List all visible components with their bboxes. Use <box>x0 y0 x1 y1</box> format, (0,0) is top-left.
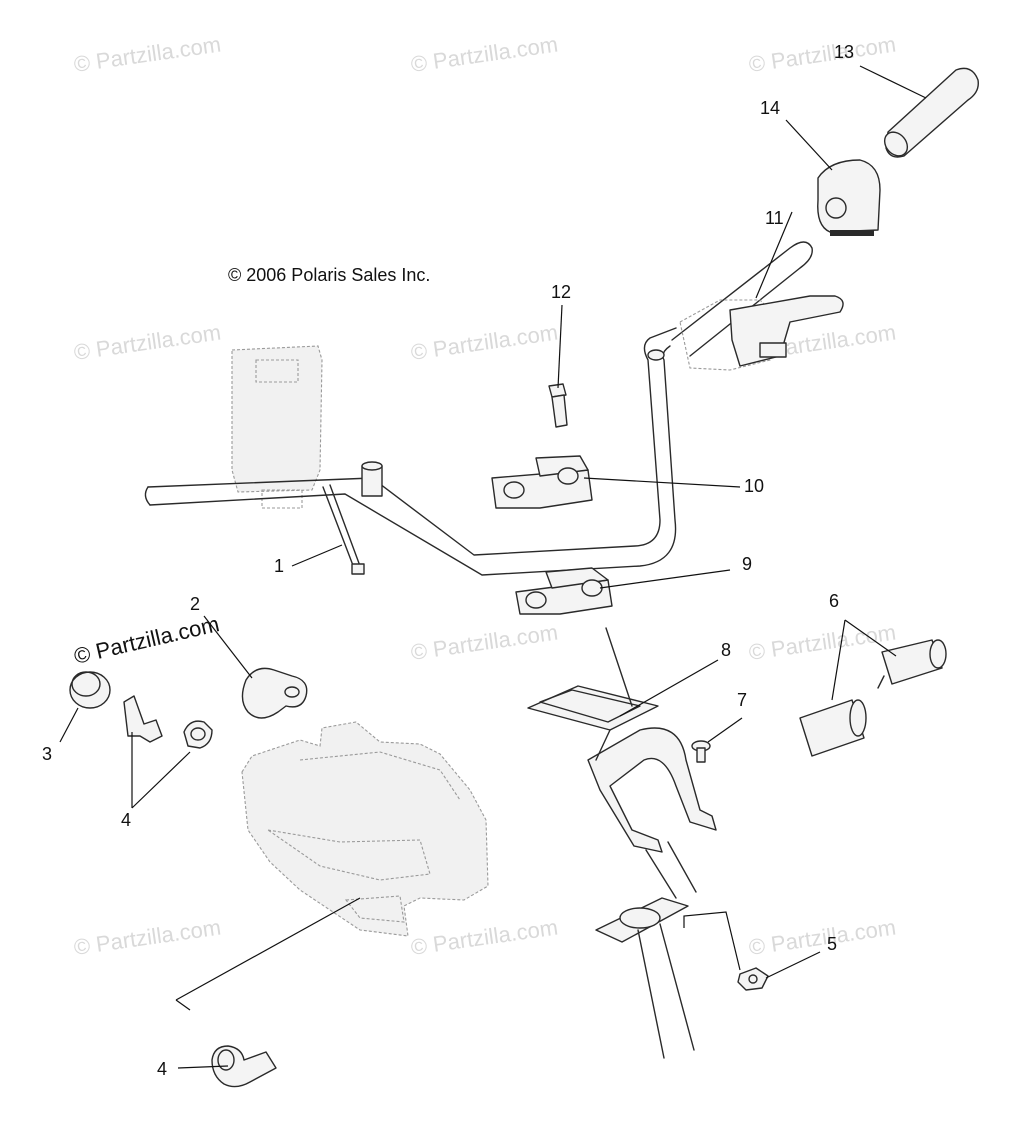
callout-6: 6 <box>829 591 839 611</box>
callout-8: 8 <box>721 640 731 660</box>
callout-3: 3 <box>42 744 52 764</box>
watermark: © Partzilla.com <box>72 320 222 365</box>
connector-lower <box>211 1045 277 1088</box>
watermark: © Partzilla.com <box>72 32 222 77</box>
nut <box>737 967 769 991</box>
callout-13: 13 <box>834 42 854 62</box>
callout-9: 9 <box>742 554 752 574</box>
callout-5: 5 <box>827 934 837 954</box>
leader-lines <box>59 65 927 1069</box>
callout-11: 11 <box>765 208 784 228</box>
callout-7: 7 <box>737 690 747 710</box>
cable-tie <box>322 484 365 575</box>
callout-12: 12 <box>551 282 571 302</box>
storage-bin-ghost <box>241 721 489 937</box>
callout-4-lower: 4 <box>157 1059 167 1079</box>
callout-2: 2 <box>190 594 200 614</box>
round-cap <box>69 671 111 709</box>
cover-plate <box>241 667 308 719</box>
mounting-bracket <box>527 685 717 853</box>
handlebar-upper-clamp <box>491 455 593 509</box>
switch-assembly <box>799 639 947 757</box>
callout-14: 14 <box>760 98 780 118</box>
bolt <box>548 383 568 428</box>
screw <box>691 740 711 763</box>
watermark: © Partzilla.com <box>72 915 222 960</box>
connector-pair-upper <box>123 695 213 749</box>
handlebar <box>144 327 677 576</box>
watermark: © Partzilla.com <box>409 32 559 77</box>
watermark: © Partzilla.com <box>747 915 897 960</box>
callout-1: 1 <box>274 556 284 576</box>
callout-4: 4 <box>121 810 131 830</box>
throttle-housing <box>817 159 881 236</box>
watermark: © Partzilla.com <box>409 915 559 960</box>
watermark: © Partzilla.com <box>409 620 559 665</box>
steering-column <box>595 627 697 1059</box>
watermark: © Partzilla.com <box>747 620 897 665</box>
grip <box>883 67 979 158</box>
callout-10: 10 <box>744 476 764 496</box>
callouts: 1 2 3 4 5 6 7 8 9 10 11 12 13 14 4 <box>42 42 854 1079</box>
watermark-featured: © Partzilla.com <box>72 611 222 669</box>
copyright-notice: © 2006 Polaris Sales Inc. <box>228 265 430 285</box>
handlebar-lower-clamp <box>515 567 613 615</box>
handlebar-right-end <box>647 241 844 371</box>
watermark: © Partzilla.com <box>409 320 559 365</box>
watermark: © Partzilla.com <box>747 32 897 77</box>
